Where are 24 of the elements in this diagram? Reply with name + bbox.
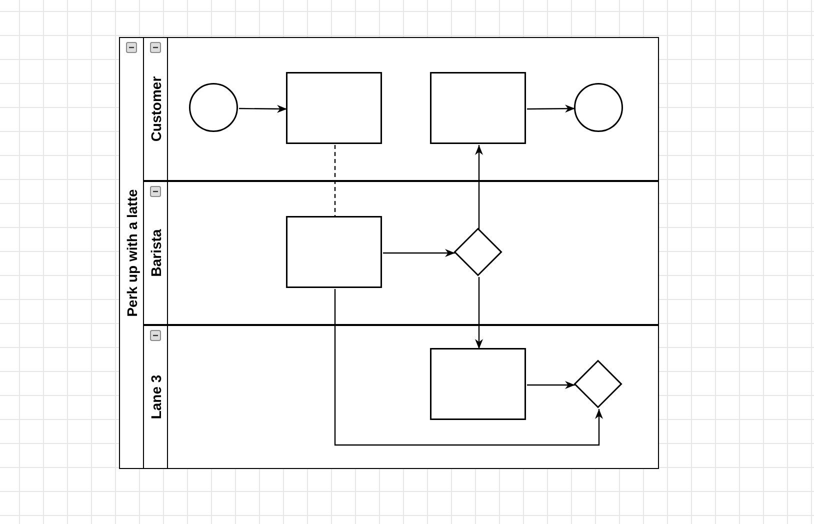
task-box [286,216,382,288]
swimlane [142,36,658,180]
swimlane [142,324,658,468]
arrow [239,104,287,113]
arrow [527,104,575,113]
gateway-diamond [574,360,622,408]
arrow [475,145,483,229]
task-box [430,348,526,420]
lane-label: Customer [148,76,164,142]
connector-line [334,145,336,217]
arrow [527,381,575,389]
event-circle [189,83,238,132]
arrow [334,289,603,446]
arrow [475,277,483,349]
swimlane [142,180,658,324]
pool [119,37,659,469]
lane-label: Lane 3 [148,374,164,419]
lane-label: Barista [148,228,164,276]
pool-title: Perk up with a latte [124,189,140,317]
gateway-diamond [454,228,502,276]
event-circle [574,83,623,132]
arrow [383,249,455,257]
task-box [430,72,526,144]
task-box [286,72,382,144]
